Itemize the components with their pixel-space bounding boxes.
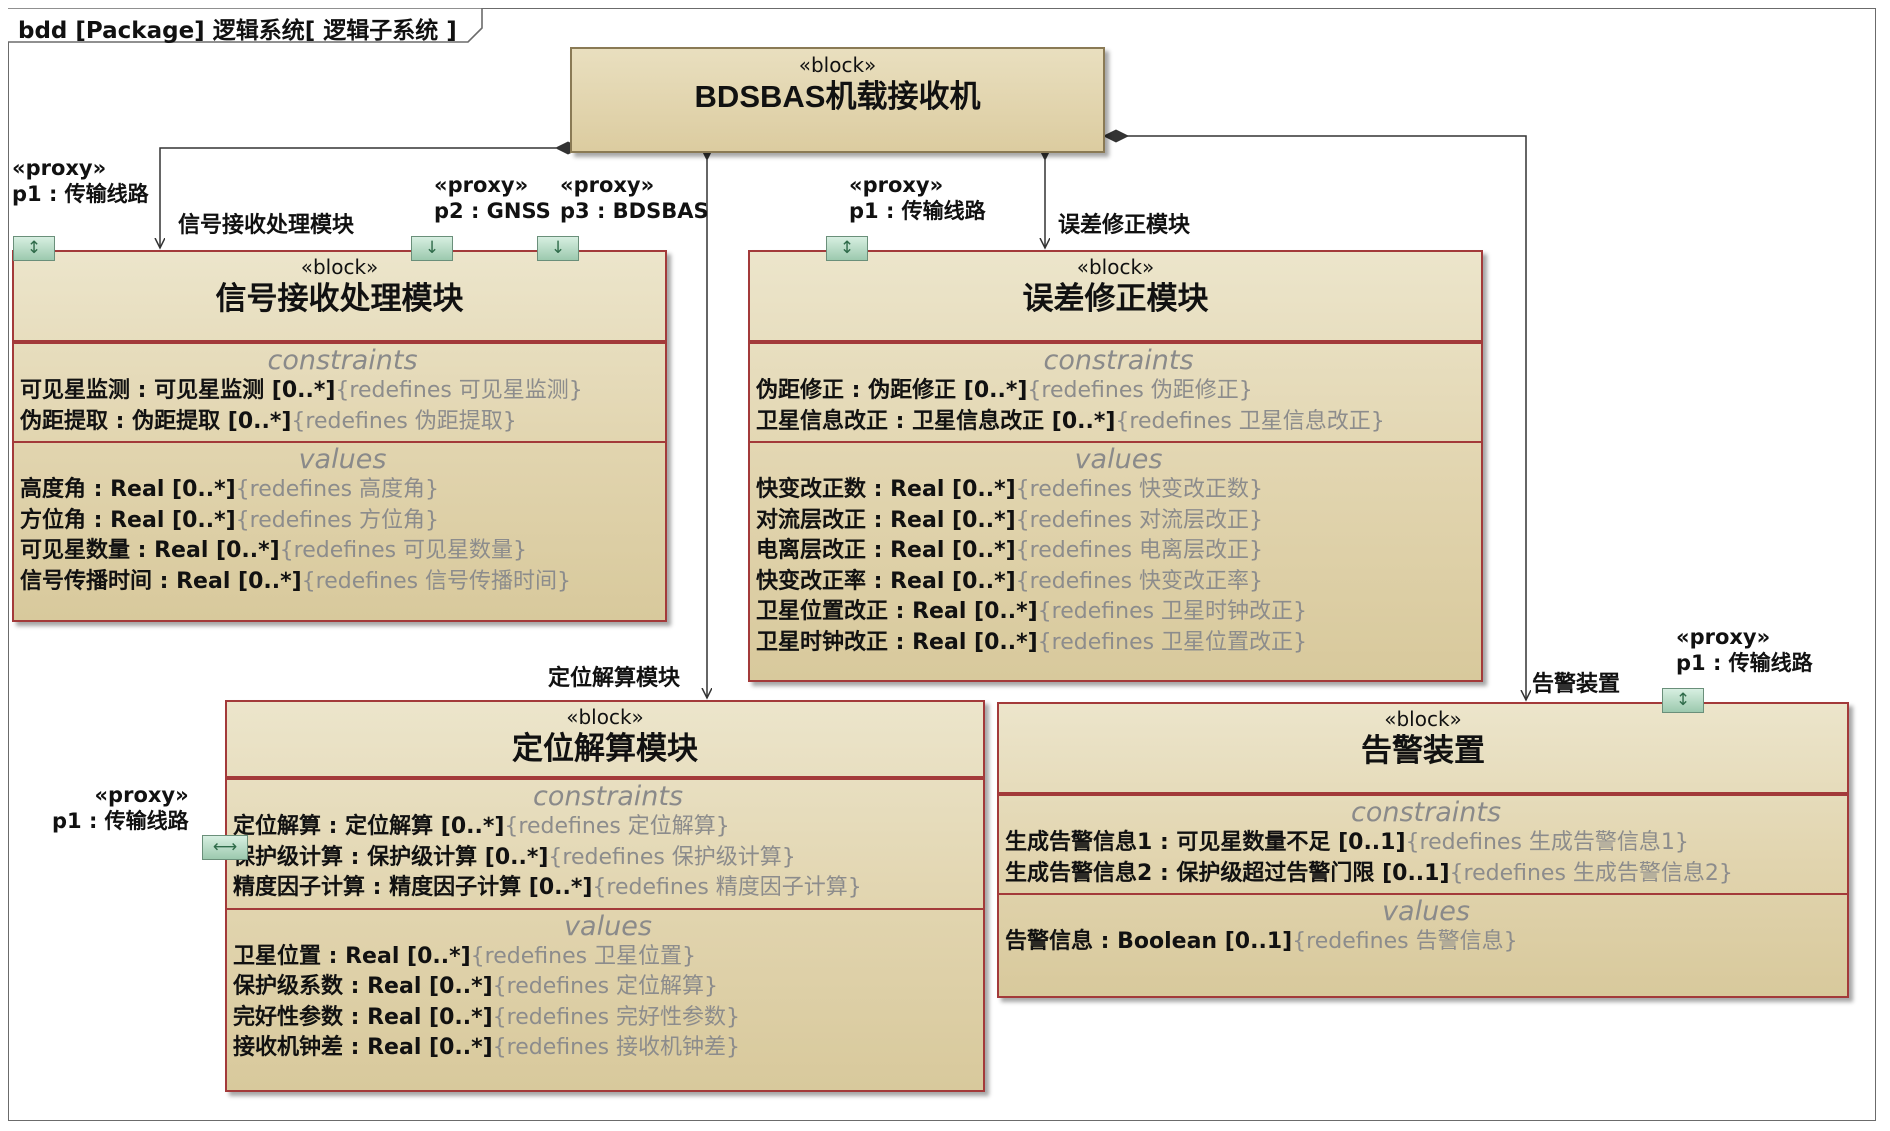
value-row[interactable]: 对流层改正 : Real [0..*]{redefines 对流层改正} (756, 507, 1264, 533)
value-row[interactable]: 可见星数量 : Real [0..*]{redefines 可见星数量} (20, 538, 528, 563)
composite-diamond (1102, 129, 1130, 143)
value-row[interactable]: 接收机钟差 : Real [0..*]{redefines 接收机钟差} (233, 1035, 741, 1060)
port-signal-p3[interactable]: ↓ (537, 236, 579, 261)
value-row[interactable]: 快变改正率 : Real [0..*]{redefines 快变改正率} (756, 568, 1264, 594)
port-label-signal-p1: «proxy»p1 : 传输线路 (12, 156, 149, 206)
value-row[interactable]: 完好性参数 : Real [0..*]{redefines 完好性参数} (233, 1004, 741, 1030)
block-signal-header: «block» 信号接收处理模块 (14, 252, 665, 342)
constraint-row[interactable]: 生成告警信息2 : 保护级超过告警门限 [0..1]{redefines 生成告… (1005, 860, 1733, 886)
value-row[interactable]: 快变改正数 : Real [0..*]{redefines 快变改正数} (756, 477, 1264, 502)
value-row[interactable]: 信号传播时间 : Real [0..*]{redefines 信号传播时间} (20, 568, 572, 594)
value-row[interactable]: 卫星位置改正 : Real [0..*]{redefines 卫星时钟改正} (756, 599, 1308, 624)
constraint-row[interactable]: 生成告警信息1 : 可见星数量不足 [0..1]{redefines 生成告警信… (1005, 830, 1689, 855)
constraint-row[interactable]: 定位解算 : 定位解算 [0..*]{redefines 定位解算} (233, 814, 730, 839)
constraints-compartment: constraints 可见星监测 : 可见星监测 [0..*]{redefin… (14, 342, 665, 441)
block-error[interactable]: «block» 误差修正模块 constraints 伪距修正 : 伪距修正 [… (748, 250, 1483, 682)
compartment-header: values (298, 444, 387, 475)
value-row[interactable]: 保护级系数 : Real [0..*]{redefines 定位解算} (233, 974, 719, 999)
role-label-error: 误差修正模块 (1058, 213, 1191, 238)
port-label-position-p1: «proxy»p1 : 传输线路 (52, 783, 189, 833)
constraint-row[interactable]: 卫星信息改正 : 卫星信息改正 [0..*]{redefines 卫星信息改正} (756, 408, 1385, 434)
port-signal-p1[interactable]: ↕ (13, 236, 55, 261)
block-alarm-header: «block» 告警装置 (999, 704, 1847, 794)
value-row[interactable]: 卫星位置 : Real [0..*]{redefines 卫星位置} (233, 943, 697, 969)
main-block-name: BDSBAS机载接收机 (694, 79, 981, 114)
block-signal[interactable]: «block» 信号接收处理模块 constraints 可见星监测 : 可见星… (12, 250, 667, 622)
values-compartment: values 告警信息 : Boolean [0..1]{redefines 告… (999, 893, 1847, 962)
value-row[interactable]: 高度角 : Real [0..*]{redefines 高度角} (20, 477, 440, 502)
value-row[interactable]: 卫星时钟改正 : Real [0..*]{redefines 卫星位置改正} (756, 629, 1308, 655)
block-signal-stereotype: «block» (300, 255, 379, 279)
port-label-error-p1: «proxy»p1 : 传输线路 (849, 173, 986, 223)
port-error-p1[interactable]: ↕ (826, 236, 868, 261)
block-alarm-stereotype: «block» (1384, 707, 1462, 731)
constraints-compartment: constraints 定位解算 : 定位解算 [0..*]{redefines… (227, 778, 983, 908)
constraint-row[interactable]: 精度因子计算 : 精度因子计算 [0..*]{redefines 精度因子计算} (233, 875, 862, 900)
block-position-name: 定位解算模块 (512, 731, 698, 767)
block-position[interactable]: «block» 定位解算模块 constraints 定位解算 : 定位解算 [… (225, 700, 985, 1092)
value-row[interactable]: 告警信息 : Boolean [0..1]{redefines 告警信息} (1005, 929, 1518, 954)
constraint-row[interactable]: 可见星监测 : 可见星监测 [0..*]{redefines 可见星监测} (20, 378, 583, 403)
compartment-header: constraints (532, 781, 684, 812)
port-position-p1[interactable]: ⟷ (202, 835, 248, 860)
block-position-stereotype: «block» (566, 705, 644, 729)
port-label-signal-p3: «proxy»p3 : BDSBAS (560, 173, 709, 223)
constraint-row[interactable]: 伪距修正 : 伪距修正 [0..*]{redefines 伪距修正} (756, 378, 1253, 403)
block-alarm[interactable]: «block» 告警装置 constraints 生成告警信息1 : 可见星数量… (997, 702, 1849, 998)
compartment-header: values (1382, 896, 1470, 927)
port-signal-p2[interactable]: ↓ (411, 236, 453, 261)
compartment-header: values (564, 910, 652, 942)
frame-tab (8, 8, 483, 43)
compartment-header: constraints (267, 345, 418, 376)
role-label-position: 定位解算模块 (548, 666, 681, 691)
values-compartment: values 快变改正数 : Real [0..*]{redefines 快变改… (750, 441, 1481, 662)
value-row[interactable]: 电离层改正 : Real [0..*]{redefines 电离层改正} (756, 538, 1264, 563)
connector-to-signal (160, 147, 556, 248)
values-compartment: values 高度角 : Real [0..*]{redefines 高度角} … (14, 441, 665, 601)
block-error-name: 误差修正模块 (1022, 281, 1209, 317)
block-error-header: «block» 误差修正模块 (750, 252, 1481, 342)
constraint-row[interactable]: 保护级计算 : 保护级计算 [0..*]{redefines 保护级计算} (233, 844, 796, 870)
port-alarm-p1[interactable]: ↕ (1662, 688, 1704, 713)
main-block-stereotype: «block» (798, 53, 877, 77)
compartment-header: values (1074, 444, 1163, 475)
block-position-header: «block» 定位解算模块 (227, 702, 983, 778)
constraints-compartment: constraints 伪距修正 : 伪距修正 [0..*]{redefines… (750, 342, 1481, 441)
compartment-header: constraints (1043, 345, 1194, 376)
main-block[interactable]: «block» BDSBAS机载接收机 (570, 47, 1105, 153)
block-alarm-name: 告警装置 (1361, 733, 1485, 769)
role-label-signal: 信号接收处理模块 (178, 213, 355, 238)
connector-to-alarm (1118, 135, 1526, 700)
port-label-signal-p2: «proxy»p2 : GNSS (434, 173, 551, 223)
compartment-header: constraints (1350, 797, 1502, 828)
values-compartment: values 卫星位置 : Real [0..*]{redefines 卫星位置… (227, 907, 983, 1068)
value-row[interactable]: 方位角 : Real [0..*]{redefines 方位角} (20, 507, 440, 533)
role-label-alarm: 告警装置 (1532, 672, 1621, 697)
block-error-stereotype: «block» (1076, 255, 1155, 279)
frame-title: bdd [Package] 逻辑系统[ 逻辑子系统 ] (18, 18, 457, 44)
block-signal-name: 信号接收处理模块 (215, 281, 464, 317)
constraints-compartment: constraints 生成告警信息1 : 可见星数量不足 [0..1]{red… (999, 794, 1847, 893)
diagram-frame (8, 8, 1876, 1121)
constraint-row[interactable]: 伪距提取 : 伪距提取 [0..*]{redefines 伪距提取} (20, 408, 517, 434)
port-label-alarm-p1: «proxy»p1 : 传输线路 (1676, 625, 1813, 675)
